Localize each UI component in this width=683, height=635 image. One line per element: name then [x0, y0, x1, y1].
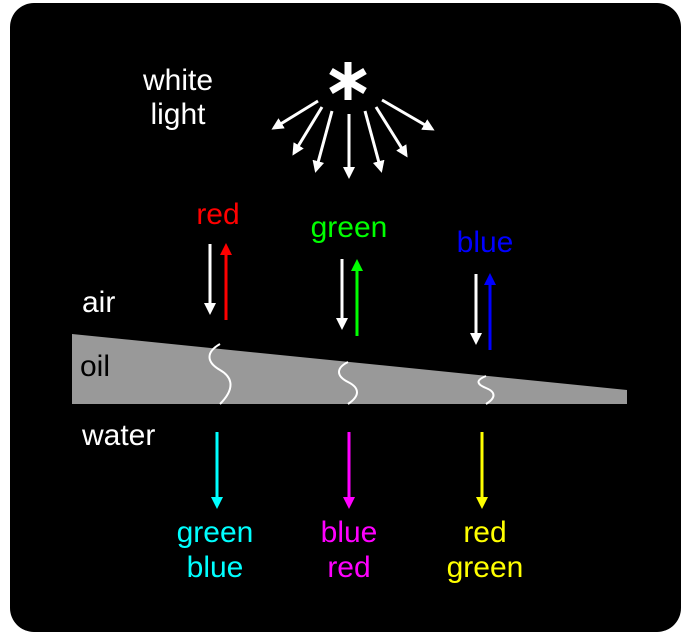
reflected-label: red: [196, 198, 239, 231]
oil-label: oil: [80, 350, 110, 383]
transmitted-label-line1: red: [463, 516, 506, 549]
transmitted-label-line2: green: [447, 551, 524, 584]
reflected-light: red green blue: [196, 198, 513, 350]
incident-arrows: [210, 244, 476, 342]
air-label: air: [82, 286, 115, 319]
transmitted-label-line1: blue: [321, 516, 378, 549]
light-ray: [365, 111, 381, 170]
water-label: water: [81, 419, 155, 452]
transmitted-label-line2: blue: [187, 551, 244, 584]
transmitted-label-line1: green: [177, 516, 254, 549]
light-ray: [376, 107, 406, 155]
reflected-label: green: [311, 211, 388, 244]
white-light-label-line2: light: [150, 98, 206, 131]
oil-film: [72, 334, 627, 404]
light-ray: [382, 100, 432, 129]
light-ray-fan: [274, 100, 432, 176]
transmitted-label-line2: red: [327, 551, 370, 584]
reflected-label: blue: [457, 226, 514, 259]
light-ray: [316, 111, 332, 170]
white-light-label-line1: white: [142, 64, 213, 97]
asterisk-icon: [331, 62, 365, 100]
